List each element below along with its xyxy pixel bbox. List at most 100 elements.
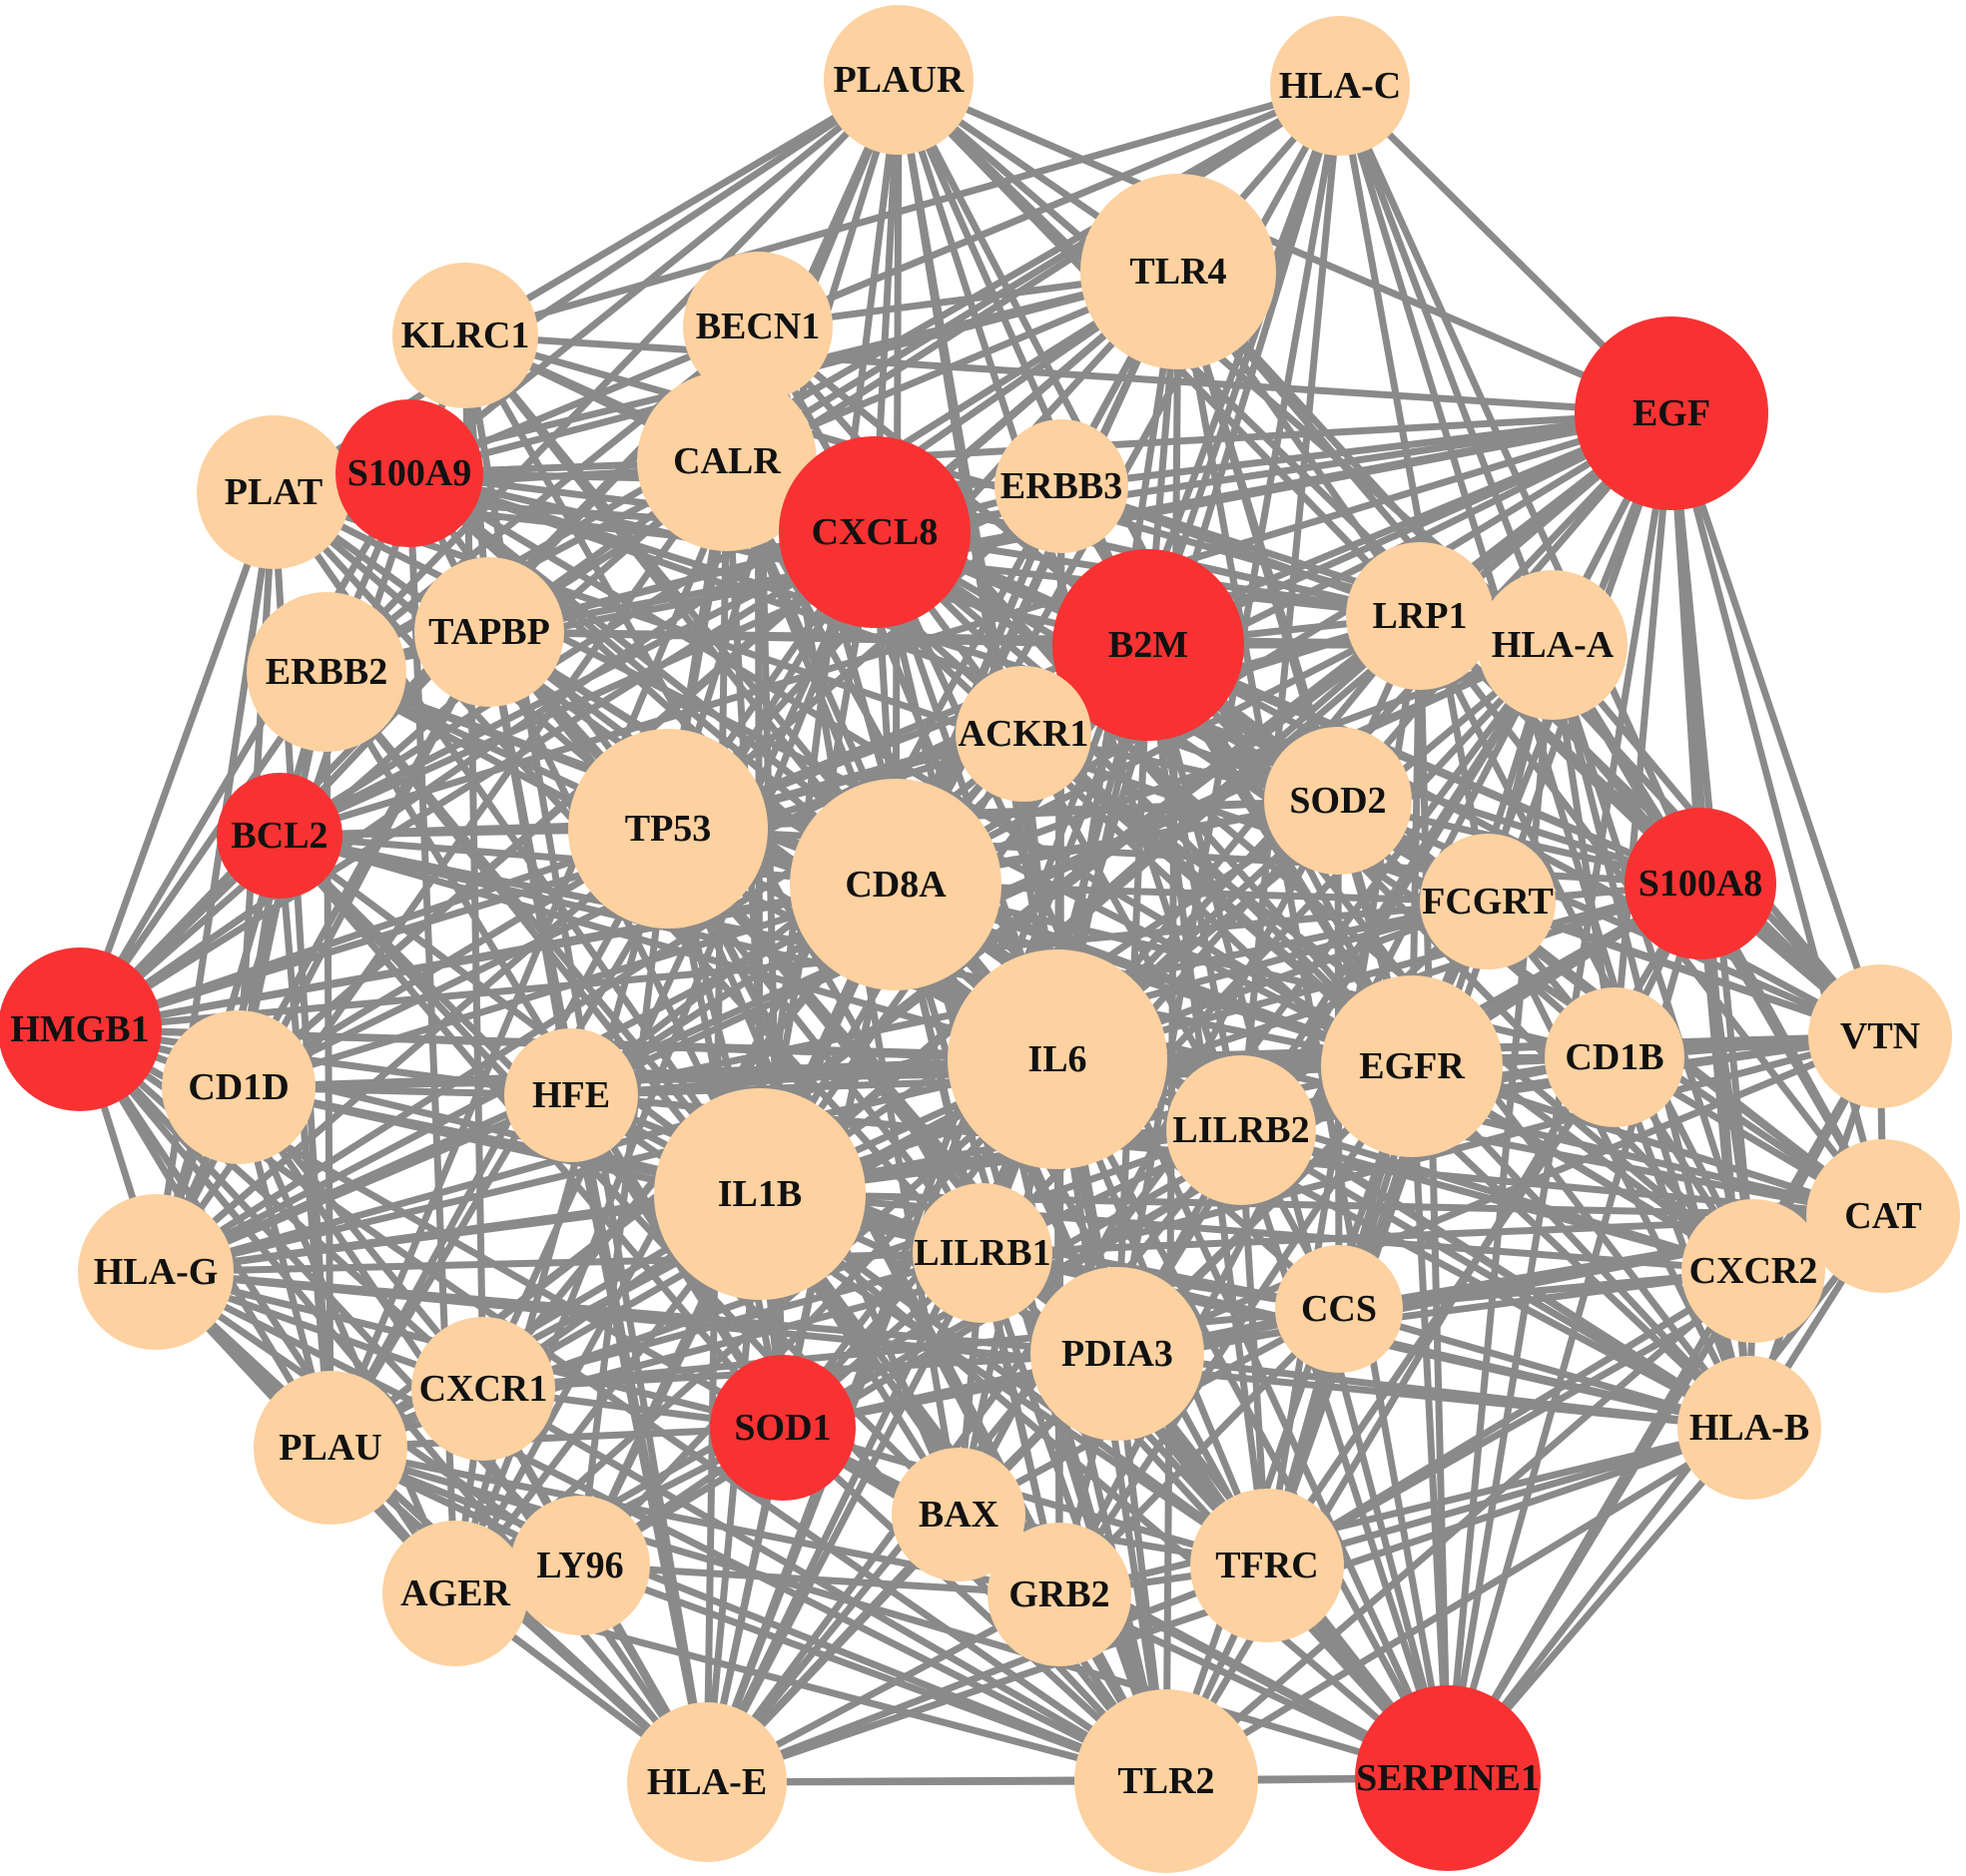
node-ackr1[interactable]: ACKR1 xyxy=(956,666,1091,802)
node-circle-il6[interactable] xyxy=(948,949,1167,1169)
node-s100a8[interactable]: S100A8 xyxy=(1625,808,1776,959)
node-circle-sod1[interactable] xyxy=(710,1355,856,1501)
node-plat[interactable]: PLAT xyxy=(197,415,350,569)
node-circle-cd8a[interactable] xyxy=(790,779,1001,990)
node-circle-calr[interactable] xyxy=(637,371,817,551)
node-circle-cxcr1[interactable] xyxy=(411,1317,555,1461)
node-circle-cxcl8[interactable] xyxy=(779,436,971,628)
node-tapbp[interactable]: TAPBP xyxy=(414,557,564,707)
node-hla-g[interactable]: HLA-G xyxy=(78,1194,234,1350)
node-circle-cd1b[interactable] xyxy=(1545,987,1684,1127)
node-serpine1[interactable]: SERPINE1 xyxy=(1355,1685,1541,1871)
node-circle-grb2[interactable] xyxy=(987,1523,1131,1666)
node-circle-pdia3[interactable] xyxy=(1030,1267,1204,1441)
node-circle-hla-b[interactable] xyxy=(1677,1356,1821,1500)
node-circle-becn1[interactable] xyxy=(683,252,833,401)
node-pdia3[interactable]: PDIA3 xyxy=(1030,1267,1204,1441)
node-erbb2[interactable]: ERBB2 xyxy=(247,592,406,752)
node-hfe[interactable]: HFE xyxy=(504,1028,638,1162)
node-circle-hla-a[interactable] xyxy=(1478,570,1628,720)
node-tfrc[interactable]: TFRC xyxy=(1190,1489,1344,1642)
node-circle-tlr2[interactable] xyxy=(1074,1689,1258,1873)
node-circle-hla-g[interactable] xyxy=(78,1194,234,1350)
node-circle-ackr1[interactable] xyxy=(956,666,1091,802)
node-circle-hmgb1[interactable] xyxy=(0,947,162,1111)
node-circle-plau[interactable] xyxy=(254,1371,407,1525)
node-circle-fcgrt[interactable] xyxy=(1420,834,1556,969)
node-vtn[interactable]: VTN xyxy=(1808,964,1952,1108)
node-circle-cxcr2[interactable] xyxy=(1681,1199,1825,1343)
node-circle-sod2[interactable] xyxy=(1264,727,1412,875)
node-bax[interactable]: BAX xyxy=(892,1448,1025,1581)
node-cd8a[interactable]: CD8A xyxy=(790,779,1001,990)
node-plau[interactable]: PLAU xyxy=(254,1371,407,1525)
node-cat[interactable]: CAT xyxy=(1806,1139,1960,1293)
node-egfr[interactable]: EGFR xyxy=(1321,975,1503,1157)
node-cxcr2[interactable]: CXCR2 xyxy=(1681,1199,1825,1343)
node-circle-tp53[interactable] xyxy=(568,729,768,929)
node-circle-erbb2[interactable] xyxy=(247,592,406,752)
node-hla-b[interactable]: HLA-B xyxy=(1677,1356,1821,1500)
node-b2m[interactable]: B2M xyxy=(1052,549,1244,741)
node-hla-c[interactable]: HLA-C xyxy=(1270,16,1410,156)
node-circle-hla-c[interactable] xyxy=(1270,16,1410,156)
node-circle-lilrb1[interactable] xyxy=(913,1183,1052,1323)
node-circle-ager[interactable] xyxy=(382,1521,528,1666)
node-lilrb2[interactable]: LILRB2 xyxy=(1166,1055,1316,1205)
node-circle-b2m[interactable] xyxy=(1052,549,1244,741)
node-ccs[interactable]: CCS xyxy=(1275,1245,1403,1373)
node-il1b[interactable]: IL1B xyxy=(654,1088,866,1300)
node-circle-egfr[interactable] xyxy=(1321,975,1503,1157)
node-circle-bcl2[interactable] xyxy=(217,773,342,899)
node-circle-hla-e[interactable] xyxy=(627,1702,787,1862)
node-circle-lilrb2[interactable] xyxy=(1166,1055,1316,1205)
node-fcgrt[interactable]: FCGRT xyxy=(1420,834,1556,969)
node-circle-lrp1[interactable] xyxy=(1346,542,1494,690)
node-circle-cd1d[interactable] xyxy=(162,1010,316,1164)
node-circle-vtn[interactable] xyxy=(1808,964,1952,1108)
node-bcl2[interactable]: BCL2 xyxy=(217,773,342,899)
node-calr[interactable]: CALR xyxy=(637,371,817,551)
node-s100a9[interactable]: S100A9 xyxy=(335,399,483,547)
node-cxcr1[interactable]: CXCR1 xyxy=(411,1317,555,1461)
node-klrc1[interactable]: KLRC1 xyxy=(392,263,538,408)
node-circle-egf[interactable] xyxy=(1575,316,1768,510)
node-circle-ccs[interactable] xyxy=(1275,1245,1403,1373)
node-ly96[interactable]: LY96 xyxy=(510,1496,650,1635)
node-cd1d[interactable]: CD1D xyxy=(162,1010,316,1164)
node-circle-klrc1[interactable] xyxy=(392,263,538,408)
node-hla-e[interactable]: HLA-E xyxy=(627,1702,787,1862)
node-plaur[interactable]: PLAUR xyxy=(824,5,974,155)
node-circle-il1b[interactable] xyxy=(654,1088,866,1300)
node-circle-serpine1[interactable] xyxy=(1355,1685,1541,1871)
node-tp53[interactable]: TP53 xyxy=(568,729,768,929)
node-cd1b[interactable]: CD1B xyxy=(1545,987,1684,1127)
node-hmgb1[interactable]: HMGB1 xyxy=(0,947,162,1111)
node-egf[interactable]: EGF xyxy=(1575,316,1768,510)
node-ager[interactable]: AGER xyxy=(382,1521,528,1666)
node-cxcl8[interactable]: CXCL8 xyxy=(779,436,971,628)
node-circle-bax[interactable] xyxy=(892,1448,1025,1581)
node-circle-s100a8[interactable] xyxy=(1625,808,1776,959)
node-il6[interactable]: IL6 xyxy=(948,949,1167,1169)
node-becn1[interactable]: BECN1 xyxy=(683,252,833,401)
node-circle-erbb3[interactable] xyxy=(994,419,1128,553)
node-circle-cat[interactable] xyxy=(1806,1139,1960,1293)
node-lilrb1[interactable]: LILRB1 xyxy=(913,1183,1052,1323)
node-tlr4[interactable]: TLR4 xyxy=(1080,174,1276,369)
node-circle-hfe[interactable] xyxy=(504,1028,638,1162)
node-circle-tfrc[interactable] xyxy=(1190,1489,1344,1642)
node-circle-tlr4[interactable] xyxy=(1080,174,1276,369)
node-sod1[interactable]: SOD1 xyxy=(710,1355,856,1501)
node-erbb3[interactable]: ERBB3 xyxy=(994,419,1128,553)
node-hla-a[interactable]: HLA-A xyxy=(1478,570,1628,720)
node-circle-tapbp[interactable] xyxy=(414,557,564,707)
node-circle-plaur[interactable] xyxy=(824,5,974,155)
node-lrp1[interactable]: LRP1 xyxy=(1346,542,1494,690)
node-grb2[interactable]: GRB2 xyxy=(987,1523,1131,1666)
node-sod2[interactable]: SOD2 xyxy=(1264,727,1412,875)
node-tlr2[interactable]: TLR2 xyxy=(1074,1689,1258,1873)
node-circle-plat[interactable] xyxy=(197,415,350,569)
node-circle-s100a9[interactable] xyxy=(335,399,483,547)
node-circle-ly96[interactable] xyxy=(510,1496,650,1635)
